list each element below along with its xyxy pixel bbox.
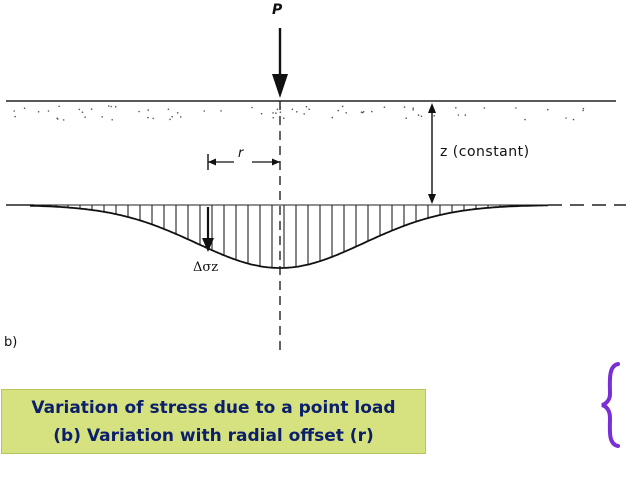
soil-texture [13, 105, 585, 121]
soil-speckle [383, 106, 386, 108]
soil-speckle [331, 116, 334, 119]
soil-speckle [361, 111, 364, 114]
load-label: P [272, 2, 283, 18]
load-arrow-head [272, 74, 288, 98]
soil-speckle [362, 111, 365, 113]
soil-speckle [308, 108, 310, 111]
soil-speckle [138, 110, 140, 113]
stress-increment-label: Δσz [193, 260, 219, 275]
z-arrow-bottom [428, 194, 436, 204]
soil-speckle [110, 105, 112, 108]
depth-label: z (constant) [440, 144, 530, 160]
caption-box: Variation of stress due to a point load … [1, 389, 426, 454]
soil-speckle [169, 118, 171, 121]
soil-speckle [455, 107, 457, 109]
soil-speckle [108, 105, 110, 107]
soil-speckle [62, 119, 65, 121]
soil-speckle [565, 117, 567, 119]
radial-offset-label: r [238, 146, 244, 161]
r-arrow-right [272, 158, 280, 166]
soil-speckle [13, 110, 15, 112]
soil-speckle [291, 108, 294, 111]
soil-speckle [433, 115, 436, 117]
soil-speckle [305, 105, 308, 108]
soil-speckle [81, 111, 84, 113]
soil-speckle [220, 110, 222, 112]
soil-speckle [303, 113, 306, 115]
soil-speckle [111, 119, 113, 121]
stress-distribution-curve [29, 204, 548, 269]
soil-speckle [176, 112, 179, 114]
soil-speckle [101, 116, 103, 118]
soil-speckle [276, 108, 279, 111]
soil-speckle [582, 109, 584, 112]
soil-speckle [457, 114, 460, 116]
soil-speckle [337, 109, 340, 112]
soil-speckle [420, 115, 423, 118]
soil-speckle [179, 116, 182, 118]
soil-speckle [412, 107, 415, 109]
soil-speckle [272, 116, 275, 119]
soil-speckle [417, 114, 420, 116]
stress-arrow-head [202, 238, 214, 252]
soil-speckle [260, 112, 263, 115]
soil-speckle [78, 108, 81, 111]
soil-speckle [464, 114, 467, 116]
soil-speckle [14, 115, 16, 118]
soil-speckle [272, 112, 274, 114]
soil-speckle [203, 110, 205, 112]
soil-speckle [524, 118, 526, 121]
soil-speckle [341, 105, 344, 108]
panel-label: b) [4, 335, 18, 350]
caption-line-2: (b) Variation with radial offset (r) [53, 426, 374, 446]
soil-speckle [84, 116, 86, 118]
soil-speckle [58, 105, 60, 108]
soil-speckle [147, 109, 149, 111]
caption-line-1: Variation of stress due to a point load [31, 398, 396, 418]
soil-speckle [582, 107, 585, 110]
soil-speckle [167, 108, 170, 111]
soil-speckle [275, 112, 277, 114]
soil-speckle [279, 111, 282, 113]
soil-speckle [37, 111, 40, 113]
soil-speckle [345, 112, 348, 114]
soil-speckle [57, 118, 59, 120]
soil-speckle [251, 106, 253, 109]
soil-speckle [147, 116, 149, 119]
curly-bracket-decoration [601, 362, 620, 448]
soil-speckle [483, 107, 486, 109]
r-arrow-left [208, 158, 216, 166]
soil-speckle [296, 111, 298, 113]
soil-speckle [572, 118, 575, 121]
soil-speckle [23, 107, 26, 109]
soil-speckle [547, 108, 549, 111]
soil-speckle [114, 105, 117, 108]
stress-hatching [34, 204, 548, 268]
soil-speckle [371, 110, 373, 113]
soil-speckle [405, 117, 408, 119]
soil-speckle [283, 117, 285, 119]
soil-speckle [152, 117, 154, 120]
soil-speckle [47, 110, 50, 112]
soil-speckle [90, 108, 93, 110]
z-arrow-top [428, 103, 436, 113]
soil-speckle [403, 106, 406, 108]
soil-speckle [171, 115, 173, 118]
soil-speckle [412, 109, 414, 111]
soil-speckle [515, 107, 517, 109]
